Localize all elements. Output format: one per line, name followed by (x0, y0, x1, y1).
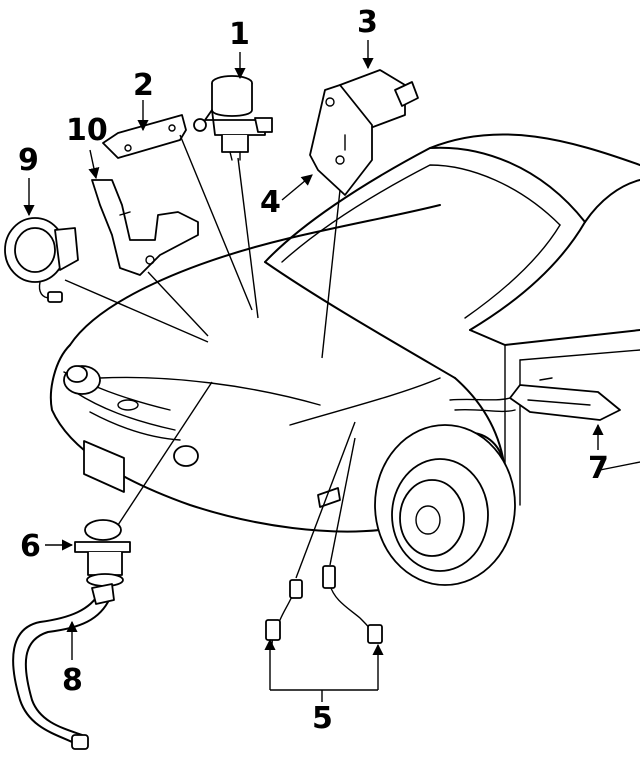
part-5-sensors (265, 565, 383, 646)
callout-3: 3 (357, 5, 378, 40)
callout-2: 2 (133, 68, 154, 103)
callout-5: 5 (312, 701, 333, 736)
part-8-tube (12, 583, 115, 750)
callout-8: 8 (62, 663, 83, 698)
part-2-bracket (102, 114, 187, 159)
callout-4: 4 (260, 185, 281, 220)
part-6-valve (74, 519, 131, 587)
part-9-sensor (4, 217, 79, 303)
callout-7: 7 (588, 451, 609, 486)
part-10-bracket (91, 179, 199, 276)
callout-10: 10 (66, 113, 108, 148)
callout-6: 6 (20, 529, 41, 564)
part-1-solenoid (193, 75, 273, 161)
part-3-module (339, 69, 419, 133)
callout-1: 1 (229, 17, 250, 52)
part-7-tray (449, 377, 621, 421)
part-4-bracket (309, 84, 373, 196)
callout-9: 9 (18, 143, 39, 178)
vehicle-outline (49, 133, 640, 586)
leader-lines (23, 40, 604, 702)
